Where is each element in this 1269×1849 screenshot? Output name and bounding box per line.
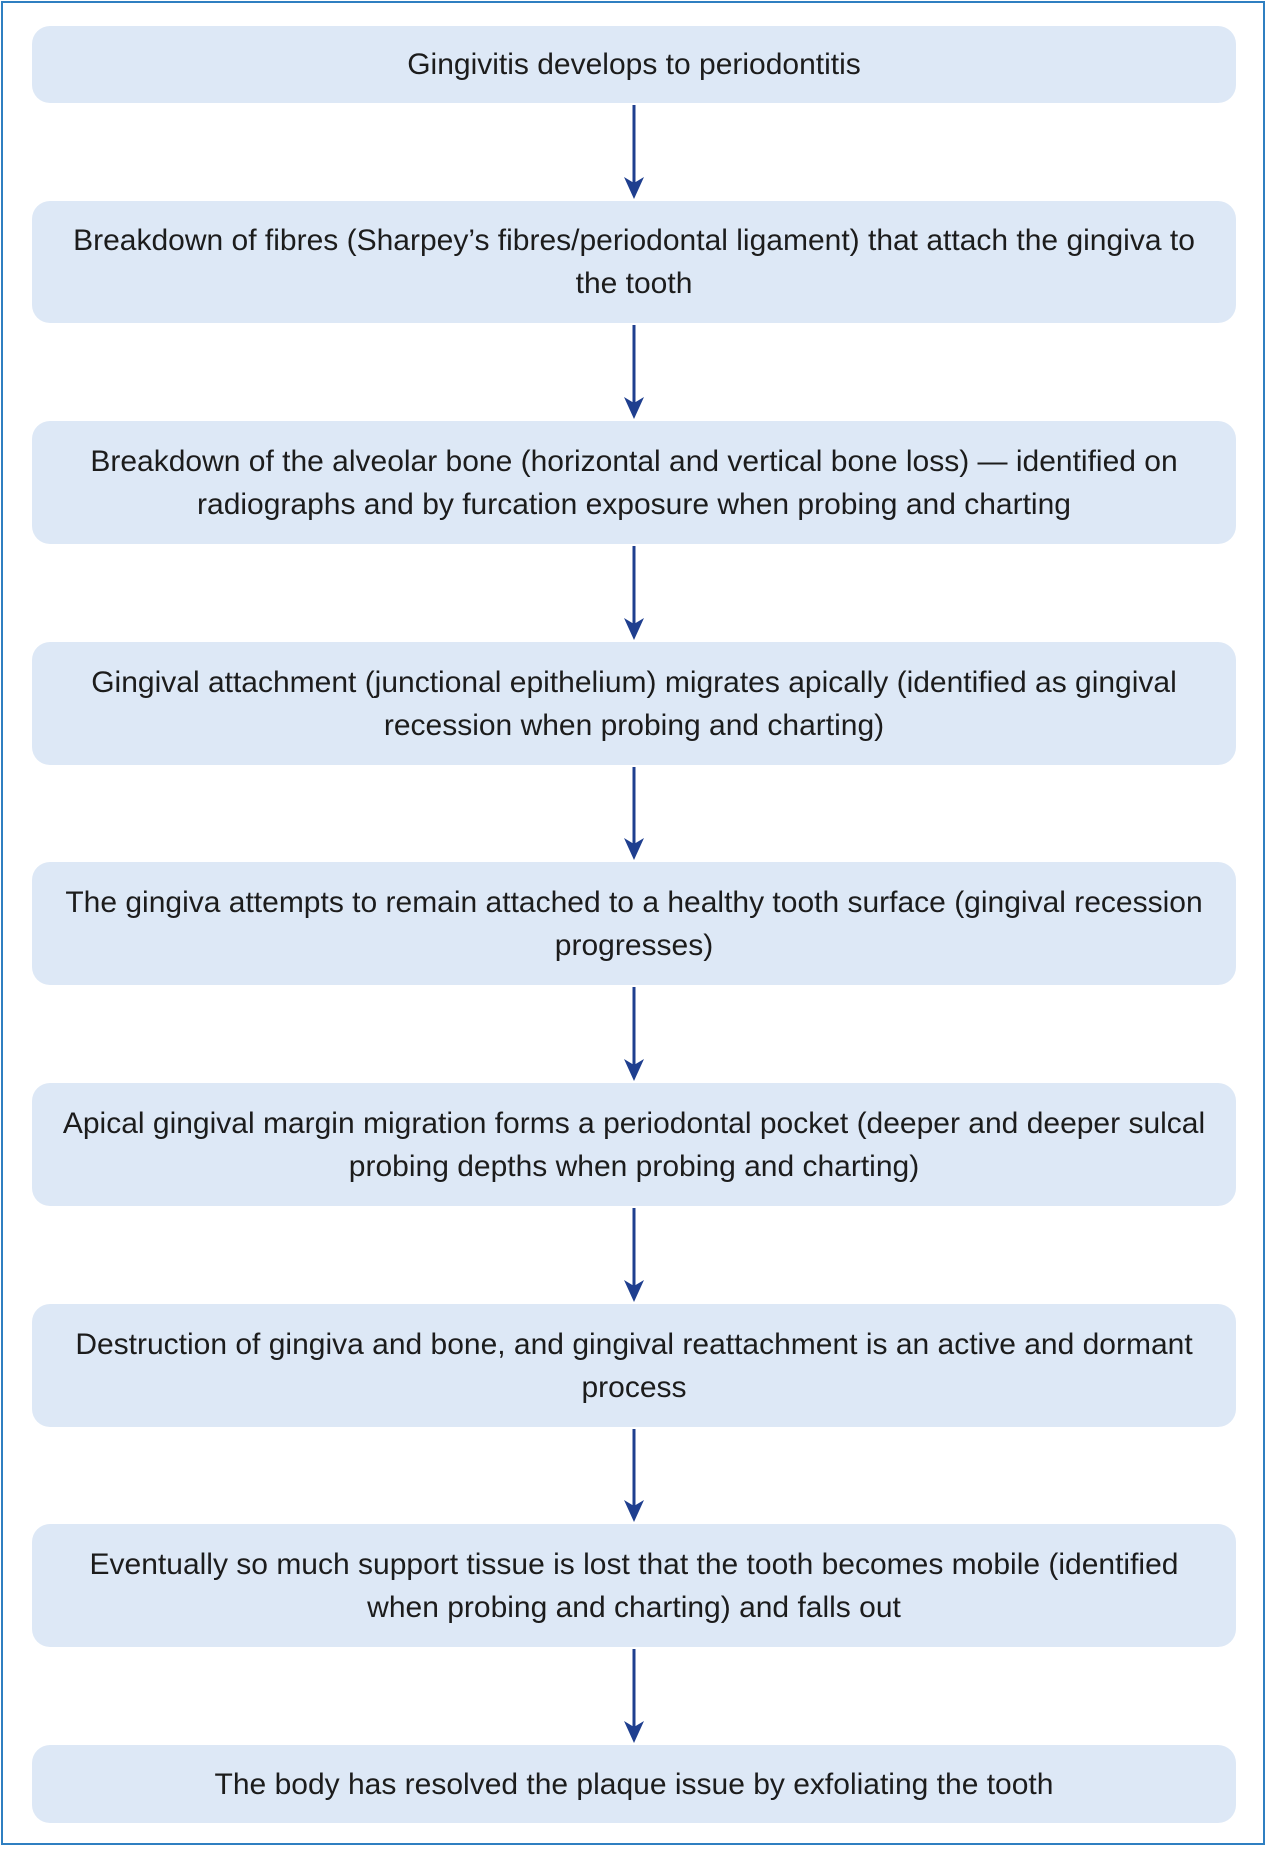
flow-step-5-text: The gingiva attempts to remain attached … xyxy=(65,885,1203,962)
flow-arrow-5 xyxy=(624,987,644,1081)
flow-step-9-text: The body has resolved the plaque issue b… xyxy=(214,1767,1054,1801)
flow-step-6: Apical gingival margin migration forms a… xyxy=(32,1083,1236,1206)
flow-arrow-1 xyxy=(624,105,644,199)
flow-step-2-text: Breakdown of fibres (Sharpey’s fibres/pe… xyxy=(73,224,1195,300)
flow-step-3: Breakdown of the alveolar bone (horizont… xyxy=(32,421,1236,544)
flow-arrow-7 xyxy=(624,1429,644,1522)
flow-step-7-text: Destruction of gingiva and bone, and gin… xyxy=(75,1327,1193,1404)
flow-step-2: Breakdown of fibres (Sharpey’s fibres/pe… xyxy=(32,201,1236,323)
flow-step-1: Gingivitis develops to periodontitis xyxy=(32,26,1236,103)
flow-arrow-8 xyxy=(624,1649,644,1743)
flow-arrow-6 xyxy=(624,1208,644,1302)
flow-step-5: The gingiva attempts to remain attached … xyxy=(32,862,1236,985)
flow-step-6-text: Apical gingival margin migration forms a… xyxy=(62,1106,1206,1183)
flow-step-8-text: Eventually so much support tissue is los… xyxy=(89,1547,1179,1624)
flow-step-8: Eventually so much support tissue is los… xyxy=(32,1524,1236,1647)
flow-step-4-text: Gingival attachment (junctional epitheli… xyxy=(91,665,1177,742)
flow-arrow-2 xyxy=(624,325,644,419)
flow-step-3-text: Breakdown of the alveolar bone (horizont… xyxy=(90,444,1178,521)
flow-arrow-3 xyxy=(624,546,644,640)
flow-step-9: The body has resolved the plaque issue b… xyxy=(32,1745,1236,1823)
flow-step-1-text: Gingivitis develops to periodontitis xyxy=(407,48,861,81)
flow-step-4: Gingival attachment (junctional epitheli… xyxy=(32,642,1236,765)
flow-arrow-4 xyxy=(624,767,644,860)
flow-step-7: Destruction of gingiva and bone, and gin… xyxy=(32,1304,1236,1427)
